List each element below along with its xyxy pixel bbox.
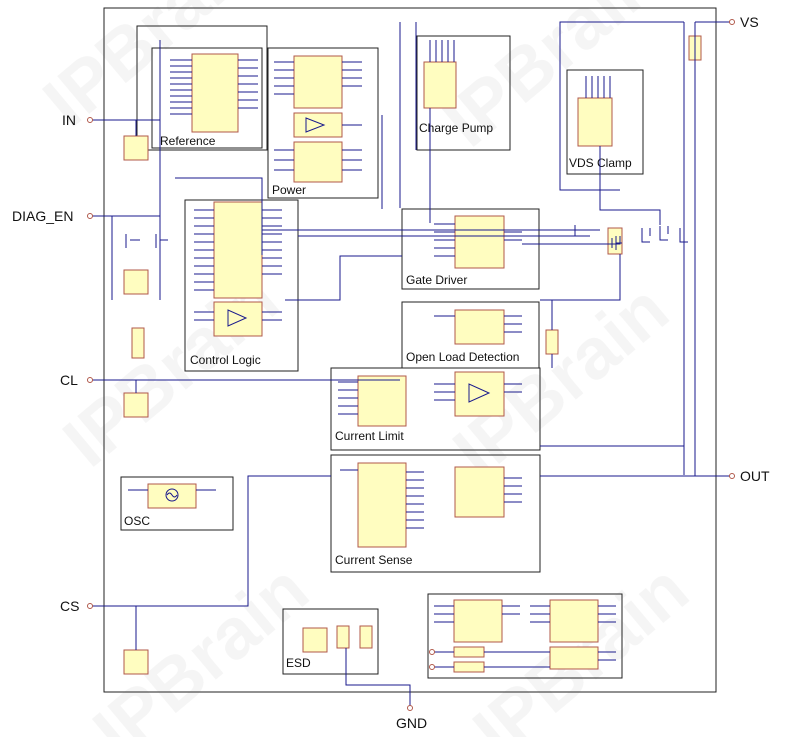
watermark: IPBrain [429,0,674,162]
pin-label-vs: VS [740,14,759,30]
wiring [90,21,730,706]
pin-label-gnd: GND [396,715,427,731]
pin-label-diag-en: DIAG_EN [12,208,73,224]
control-logic-block: Control Logic [184,199,299,372]
charge-pump-label: Charge Pump [419,121,493,135]
open-load-detection-label: Open Load Detection [406,350,519,364]
power-block: Power [267,47,379,199]
osc-block: OSC [120,476,234,531]
watermark: IPBrain [459,549,704,737]
pin-label-out: OUT [740,468,770,484]
pin-label-cs: CS [60,598,79,614]
current-limit-block: Current Limit [330,367,541,451]
esd-block: ESD [282,608,379,675]
pin-label-cl: CL [60,372,78,388]
osc-label: OSC [124,514,150,528]
current-sense-block: Current Sense [330,454,541,573]
gate-driver-label: Gate Driver [406,273,467,287]
current-limit-label: Current Limit [335,429,404,443]
esd-label: ESD [286,656,311,670]
input-cells [123,135,149,675]
pin-label-in: IN [62,112,76,128]
charge-pump-block: Charge Pump [416,35,511,151]
reference-label: Reference [160,134,216,148]
gate-driver-block: Gate Driver [401,208,540,290]
auxiliary-logic-block [427,593,623,679]
open-load-detection-block: Open Load Detection [401,301,540,369]
vds-clamp-block: VDS Clamp [566,69,644,175]
vds-clamp-label: VDS Clamp [569,156,632,170]
current-sense-label: Current Sense [335,553,413,567]
power-label: Power [272,183,306,197]
reference-block: Reference [136,25,268,151]
watermark: IPBrain [79,549,324,737]
control-logic-label: Control Logic [190,353,261,367]
pin-markers [87,19,735,711]
